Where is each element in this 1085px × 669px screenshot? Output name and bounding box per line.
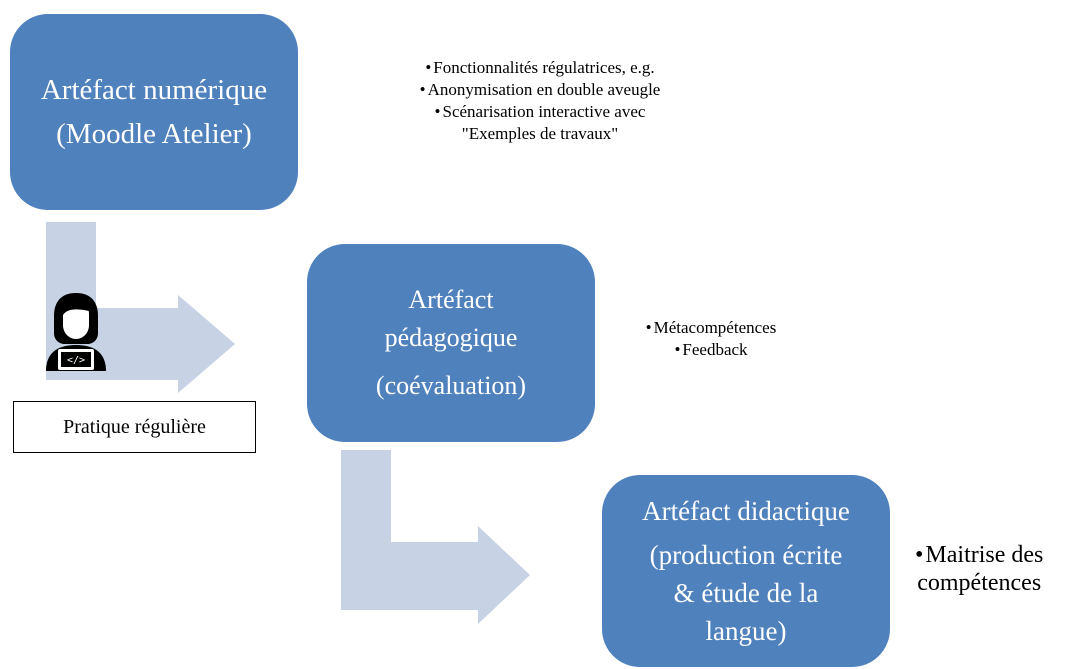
notes-pedagogic: Métacompétences Feedback [596,317,826,361]
note-item-continuation: "Exemples de travaux" [461,124,619,143]
box-pedagogic-artifact: Artéfact pédagogique (coévaluation) [307,244,595,442]
notes-digital: Fonctionnalités régulatrices, e.g. Anony… [340,57,740,145]
box-digital-subtitle: (Moodle Atelier) [56,118,252,150]
box-digital-title: Artéfact numérique [40,74,268,106]
note-item: Fonctionnalités régulatrices, e.g. [340,57,740,79]
box-didactic-line4: langue) [705,616,787,646]
arrow-pedagogic-to-didactic [341,450,530,624]
note-item: Métacompétences [596,317,826,339]
notes-didactic: Maitrise des compétences [915,541,1043,597]
note-item: Feedback [596,339,826,361]
box-pedagogic-line1: Artéfact [408,285,494,314]
box-digital-artifact: Artéfact numérique (Moodle Atelier) [10,14,298,210]
practice-label-box: Pratique régulière [13,401,256,453]
box-didactic-line2: (production écrite [649,540,843,570]
note-item-continuation: compétences [917,570,1042,596]
person-with-laptop-code-icon: </> [46,293,106,371]
box-didactic-line3: & étude de la [673,578,819,608]
box-pedagogic-line3: (coévaluation) [375,371,527,400]
box-didactic-title: Artéfact didactique [642,496,850,526]
note-item: Maitrise des [915,541,1043,569]
note-item: Anonymisation en double aveugle [340,79,740,101]
svg-text:</>: </> [67,355,85,366]
box-didactic-artifact: Artéfact didactique (production écrite &… [602,475,890,667]
box-pedagogic-line2: pédagogique [384,323,518,352]
practice-label: Pratique régulière [63,415,206,438]
note-item: Scénarisation interactive avec [340,101,740,123]
